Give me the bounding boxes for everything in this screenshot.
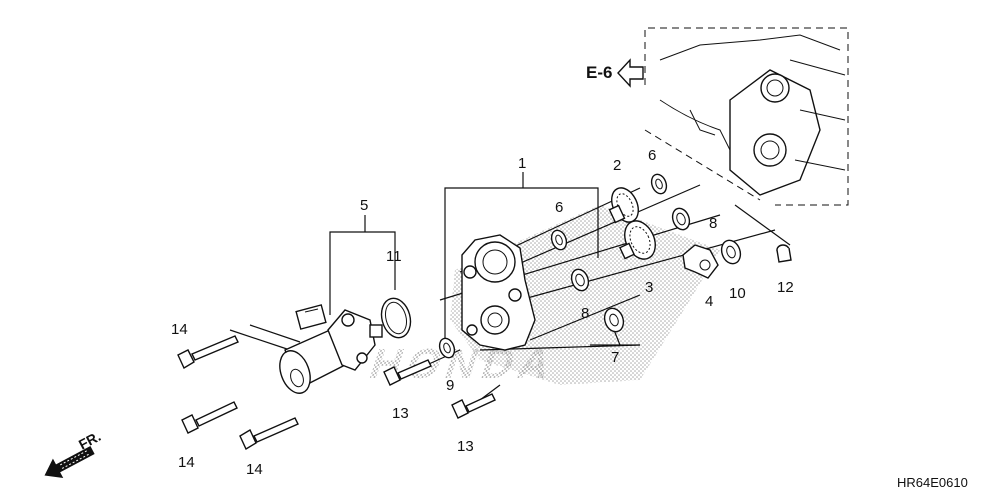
callout-7: 7 [611, 349, 619, 366]
gear-3 [619, 220, 656, 260]
front-direction-arrow-icon [44, 446, 95, 479]
bearing-10 [720, 239, 742, 265]
callout-14b: 14 [178, 454, 195, 471]
callout-2: 2 [613, 157, 621, 174]
bolt-13-lower [451, 393, 496, 419]
bolt-14-mid [181, 401, 238, 434]
callout-1: 1 [518, 155, 526, 172]
starter-motor [279, 304, 383, 394]
bolt-14-low [239, 417, 299, 451]
engine-case-section [644, 27, 849, 206]
callout-9: 9 [446, 377, 454, 394]
front-indicator: FR. [44, 428, 103, 479]
callouts: 1 2 3 4 5 6 6 7 8 8 9 10 11 12 13 13 14 … [171, 147, 794, 478]
callout-6a: 6 [648, 147, 656, 164]
bolt-14-top [177, 335, 239, 370]
callout-5: 5 [360, 197, 368, 214]
callout-6b: 6 [555, 199, 563, 216]
callout-8b: 8 [581, 305, 589, 322]
callout-10: 10 [729, 285, 746, 302]
callout-4: 4 [705, 293, 713, 310]
reference-arrow: E-6 [586, 58, 644, 88]
callout-11: 11 [386, 248, 402, 265]
bearing-7 [603, 307, 625, 333]
callout-8a: 8 [709, 215, 717, 232]
dowel-pin-12 [776, 244, 792, 263]
callout-13b: 13 [457, 438, 474, 455]
gear-2 [608, 187, 639, 224]
washer-6-top [650, 173, 668, 195]
callout-14a: 14 [171, 321, 188, 338]
gear-cover [461, 234, 536, 351]
bearing-8-center [570, 268, 590, 292]
reference-label: E-6 [586, 63, 612, 82]
callout-3: 3 [645, 279, 653, 296]
bearing-8-right [671, 207, 691, 231]
o-ring [380, 297, 412, 339]
callout-14c: 14 [246, 461, 263, 478]
washer-6-left [550, 229, 568, 251]
sector-arm [682, 244, 719, 279]
front-label: FR. [76, 428, 103, 453]
callout-12: 12 [777, 279, 794, 296]
washer-9 [438, 337, 456, 359]
hollow-left-arrow-icon [617, 58, 644, 88]
diagram-code: HR64E0610 [897, 475, 968, 490]
bolt-13-upper [383, 359, 432, 386]
callout-13a: 13 [392, 405, 409, 422]
